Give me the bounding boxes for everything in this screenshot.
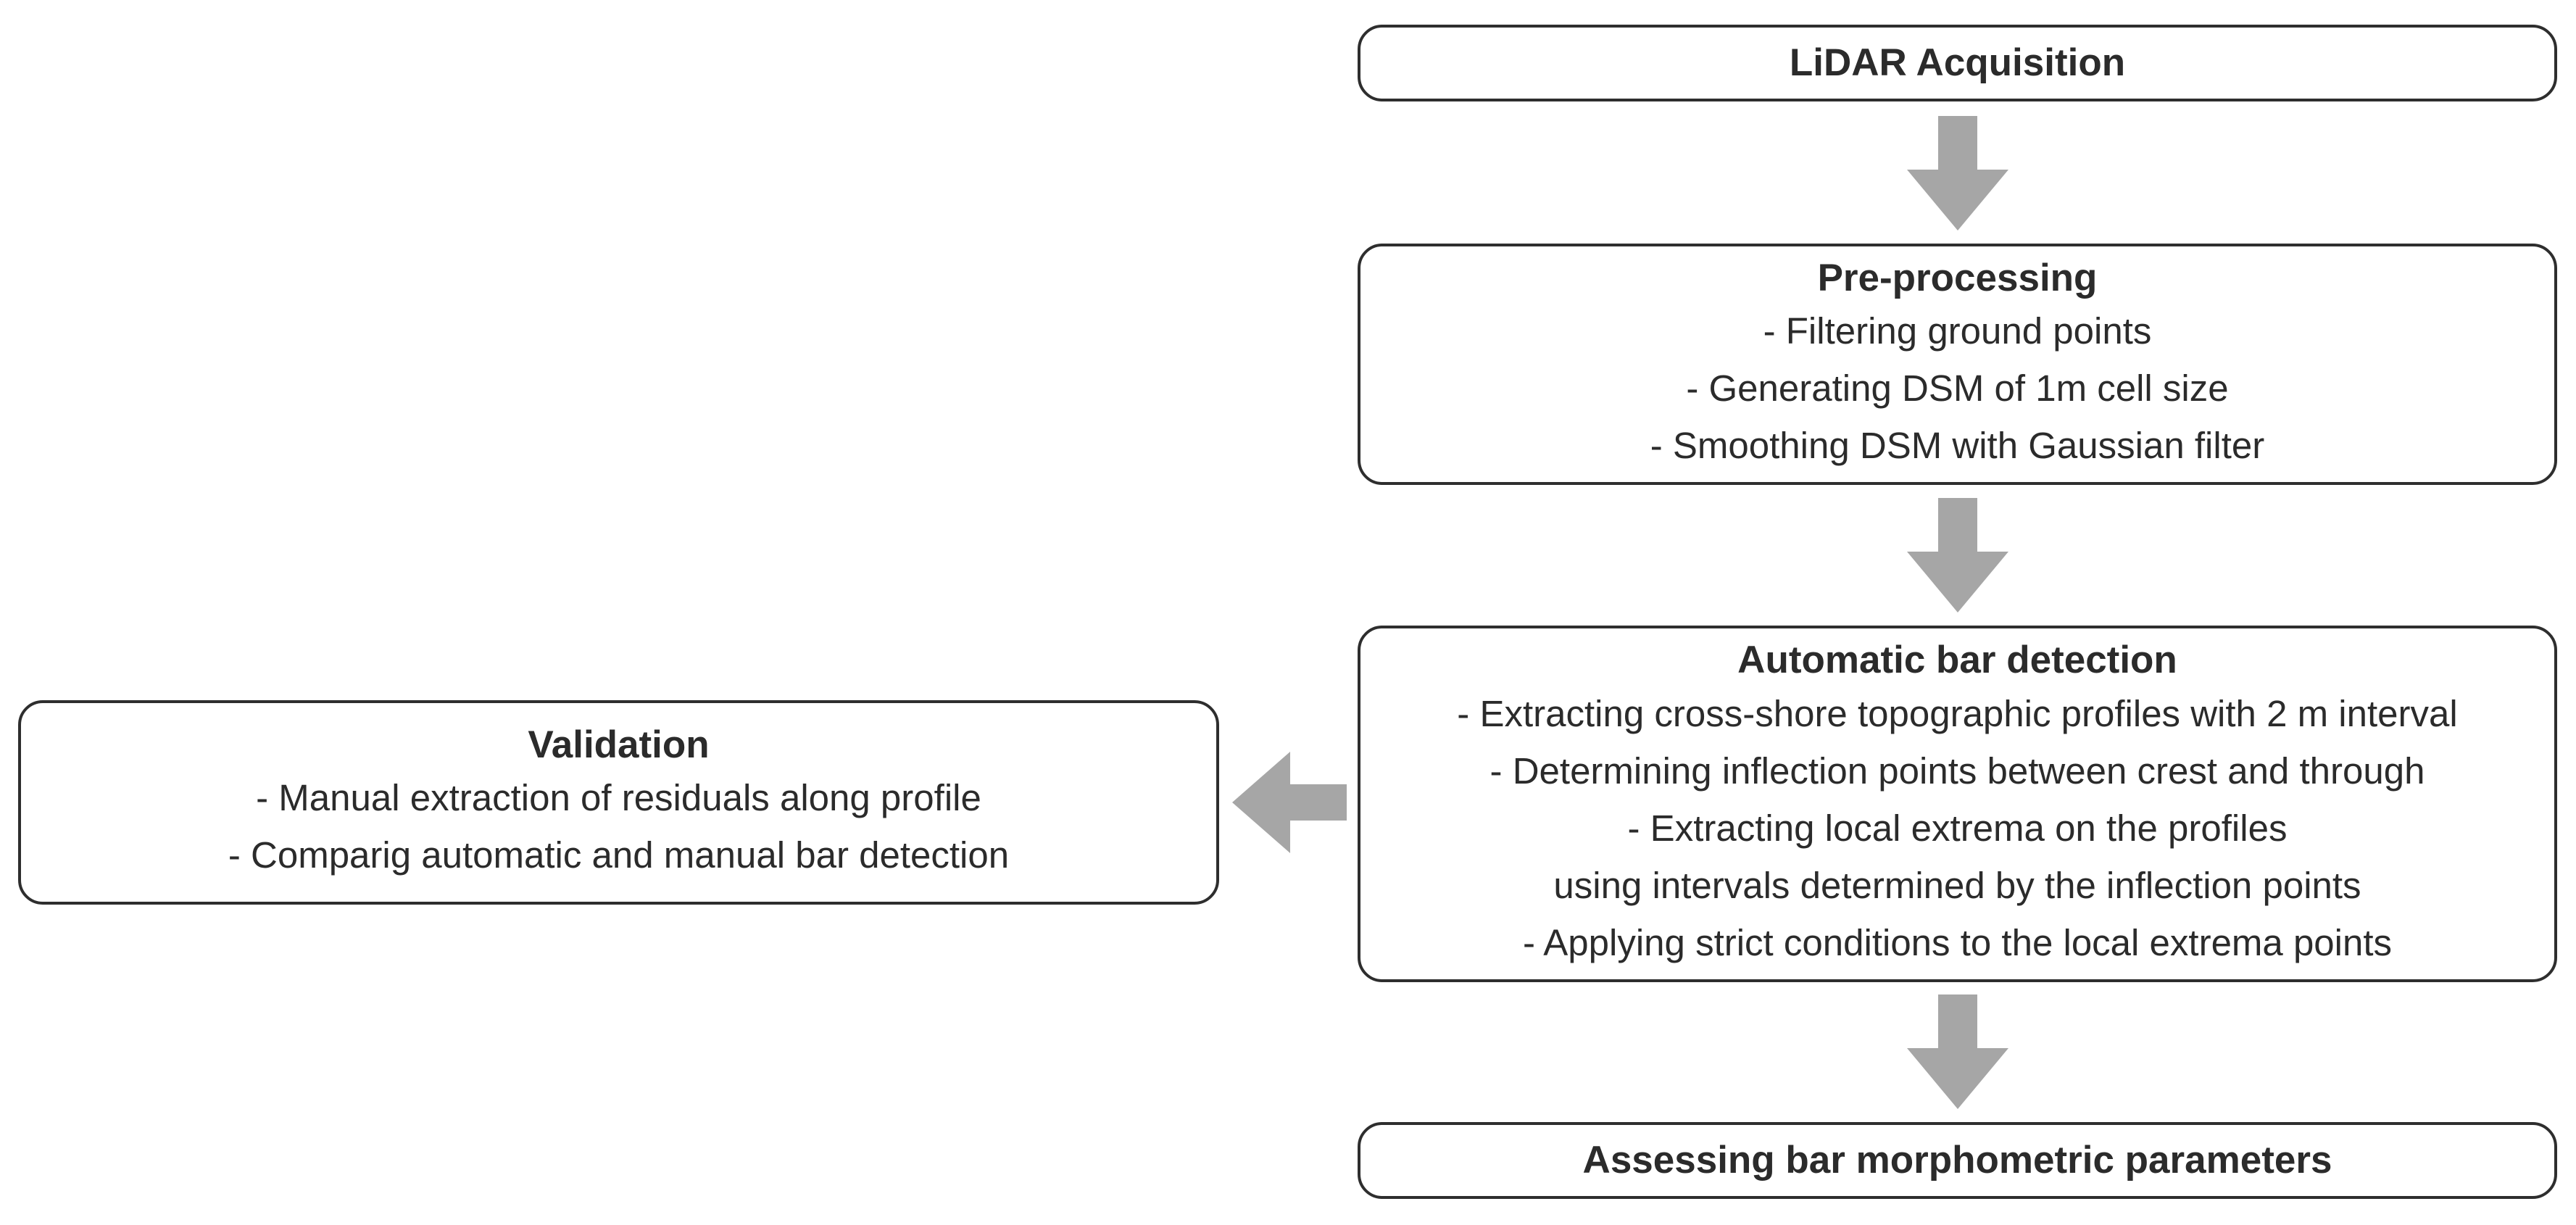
down-arrow-3-icon (1907, 994, 2008, 1109)
left-arrow-icon (1232, 752, 1347, 853)
preprocessing-title: Pre-processing (1817, 256, 2098, 299)
detection-step: - Extracting local extrema on the profil… (1627, 807, 2288, 849)
assessing-parameters-title: Assessing bar morphometric parameters (1582, 1138, 2332, 1182)
lidar-acquisition-box: LiDAR Acquisition (1358, 25, 2557, 101)
validation-box: Validation - Manual extraction of residu… (18, 700, 1219, 905)
down-arrow-2-icon (1907, 498, 2008, 612)
detection-step: - Applying strict conditions to the loca… (1522, 921, 2393, 963)
validation-title: Validation (528, 723, 710, 766)
validation-step: - Manual extraction of residuals along p… (256, 777, 981, 819)
preprocessing-box: Pre-processing - Filtering ground points… (1358, 244, 2557, 485)
preprocessing-step: - Smoothing DSM with Gaussian filter (1650, 425, 2265, 467)
down-arrow-1-icon (1907, 116, 2008, 231)
lidar-acquisition-title: LiDAR Acquisition (1789, 41, 2126, 84)
validation-step: - Comparig automatic and manual bar dete… (228, 834, 1010, 876)
detection-step: - Determining inflection points between … (1489, 749, 2425, 792)
preprocessing-step: - Filtering ground points (1763, 310, 2152, 352)
preprocessing-step: - Generating DSM of 1m cell size (1686, 368, 2229, 410)
detection-step: using intervals determined by the inflec… (1553, 864, 2361, 906)
assessing-parameters-box: Assessing bar morphometric parameters (1358, 1122, 2557, 1199)
automatic-bar-detection-title: Automatic bar detection (1737, 639, 2177, 682)
automatic-bar-detection-box: Automatic bar detection - Extracting cro… (1358, 626, 2557, 982)
detection-step: - Extracting cross-shore topographic pro… (1457, 692, 2458, 734)
